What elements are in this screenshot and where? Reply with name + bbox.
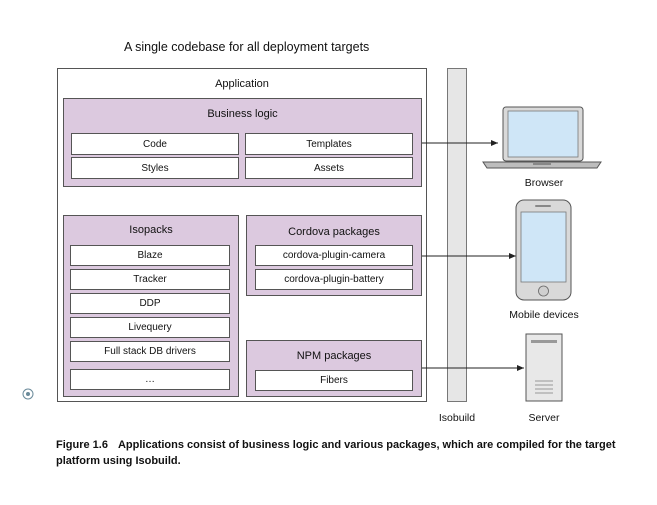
application-label: Application	[215, 78, 269, 90]
mobile-devices-label: Mobile devices	[509, 309, 579, 321]
diagram-title: A single codebase for all deployment tar…	[124, 40, 370, 54]
isopack-item-ddp: DDP	[70, 293, 230, 314]
browser-label: Browser	[524, 177, 564, 189]
business-logic-item-assets: Assets	[245, 157, 413, 179]
cordova-item-battery: cordova-plugin-battery	[255, 269, 413, 290]
npm-packages-label: NPM packages	[296, 350, 372, 362]
server-icon	[525, 333, 563, 402]
isopacks-label: Isopacks	[129, 224, 173, 236]
figure-caption-label: Figure 1.6	[56, 439, 108, 451]
isopack-item-tracker: Tracker	[70, 269, 230, 290]
isobuild-bar	[447, 68, 467, 402]
cordova-item-camera: cordova-plugin-camera	[255, 245, 413, 266]
cordova-packages-label: Cordova packages	[288, 226, 380, 238]
isopack-item-livequery: Livequery	[70, 317, 230, 338]
isopack-item-db-drivers: Full stack DB drivers	[70, 341, 230, 362]
npm-item-fibers: Fibers	[255, 370, 413, 391]
server-label: Server	[528, 412, 560, 424]
figure-caption-text: Applications consist of business logic a…	[56, 439, 616, 467]
business-logic-item-styles: Styles	[71, 157, 239, 179]
business-logic-label: Business logic	[207, 108, 278, 120]
isopack-item-blaze: Blaze	[70, 245, 230, 266]
isopack-item-more: …	[70, 369, 230, 390]
mobile-phone-icon	[515, 199, 572, 301]
target-icon	[22, 388, 34, 400]
isobuild-label: Isobuild	[438, 412, 476, 424]
laptop-icon	[482, 106, 602, 169]
business-logic-item-code: Code	[71, 133, 239, 155]
business-logic-item-templates: Templates	[245, 133, 413, 155]
